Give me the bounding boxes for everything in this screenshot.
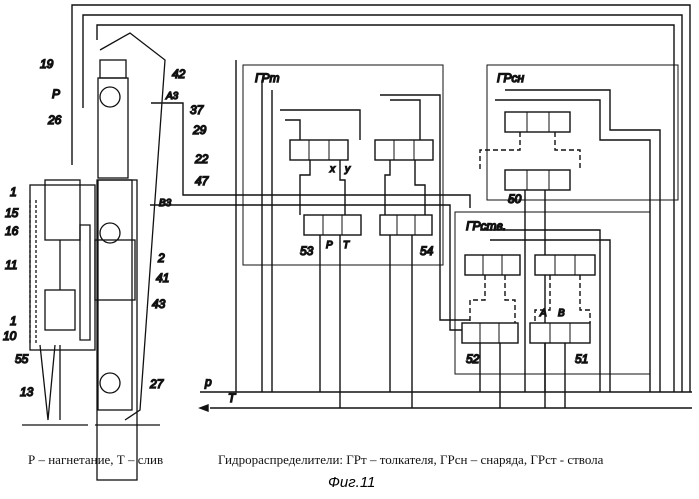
label-2: 2 [157,251,165,265]
pressure-line-label: p [204,375,212,389]
pile-driver-machine [22,33,165,480]
label-29: 29 [192,123,207,137]
grstv-label: ГРств. [466,219,506,233]
label-1: 1 [10,185,17,199]
label-19: 19 [40,57,54,71]
label-42: 42 [172,67,186,81]
port-a: A [539,308,547,319]
label-10: 10 [3,329,17,343]
figure-caption: Фиг.11 [328,474,375,491]
port-x: x [329,164,336,175]
label-22: 22 [194,152,209,166]
label-43: 43 [152,297,166,311]
valve-52-label: 52 [466,352,480,366]
port-t: T [343,240,350,251]
label-a3: A3 [165,91,179,102]
label-26: 26 [47,113,62,127]
label-15: 15 [5,206,19,220]
drain-line-label: T [228,391,237,405]
port-y: y [344,164,351,175]
port-p: P [326,240,333,251]
label-41: 41 [156,271,169,285]
label-p: P [52,87,60,101]
grsn-label: ГРсн [497,71,525,85]
port-b: B [558,308,565,319]
grstv-box [455,212,650,374]
label-11: 11 [5,258,17,272]
valve-50-label: 50 [508,192,522,206]
label-27: 27 [149,377,165,391]
label-b3: B3 [159,198,172,209]
label-55: 55 [15,352,29,366]
label-37: 37 [190,103,205,117]
label-13: 13 [20,385,34,399]
label-47: 47 [195,174,210,188]
legend-right: Гидрораспределители: ГРт – толкателя, ГР… [218,452,603,468]
valve-54-label: 54 [420,244,434,258]
label-1b: 1 [10,314,17,328]
grt-label: ГРт [255,71,280,85]
valve-51-label: 51 [575,352,588,366]
valve-53-label: 53 [300,244,314,258]
machine-labels: 19 P 26 42 A3 37 29 22 47 1 15 16 11 B3 … [3,57,210,399]
label-16: 16 [5,224,19,238]
legend-left: Р – нагнетание, Т – слив [28,452,163,468]
